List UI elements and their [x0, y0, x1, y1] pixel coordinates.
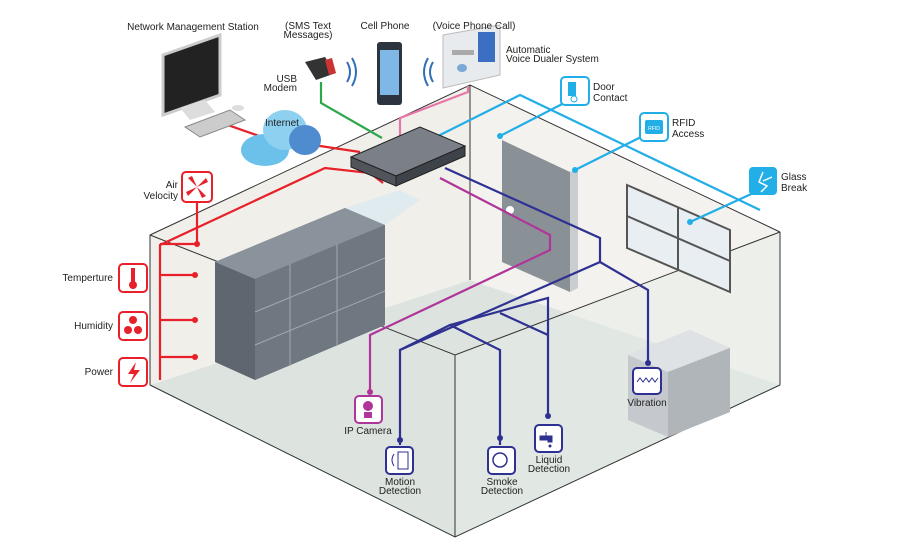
temperature-label: Temperture	[62, 273, 113, 284]
equipment-box	[628, 330, 730, 437]
svg-text:Modem: Modem	[264, 83, 297, 94]
door	[502, 140, 578, 292]
voice-dialer-icon	[442, 24, 501, 89]
cloud-icon	[241, 110, 321, 166]
server-racks	[215, 190, 420, 380]
svg-text:Contact: Contact	[593, 93, 628, 104]
dialer-label: Automatic	[506, 45, 550, 56]
liquid-label: Liquid	[536, 455, 563, 466]
vibration-icon	[632, 367, 662, 395]
usb-modem-icon	[305, 57, 336, 80]
svg-text:Voice Dualer System: Voice Dualer System	[506, 54, 599, 65]
motion-label: Motion	[385, 477, 415, 488]
smoke-detection-icon	[487, 446, 516, 475]
ip-camera-icon	[354, 395, 383, 424]
ip-camera-label: IP Camera	[344, 426, 392, 437]
door-contact-label: Door	[593, 82, 615, 93]
air-velocity-icon	[181, 171, 213, 203]
usb-modem-label: USB	[276, 74, 297, 85]
motion-detection-icon	[385, 446, 414, 475]
humidity-icon	[118, 311, 148, 341]
wire-junctions	[192, 133, 693, 443]
front-right-wall	[455, 232, 780, 537]
power-icon	[118, 357, 148, 387]
wireless-signal-icon	[346, 57, 434, 87]
svg-text:RFID: RFID	[648, 126, 660, 132]
internet-label: Internet	[265, 118, 299, 129]
sms-label: (SMS Text	[285, 21, 331, 32]
svg-text:Messages): Messages)	[284, 30, 333, 41]
vibration-label: Vibration	[627, 398, 666, 409]
smoke-label: Smoke	[486, 477, 518, 488]
wiring	[158, 82, 761, 445]
voice-call-label: (Voice Phone Call)	[433, 21, 516, 32]
door-contact-icon	[560, 76, 590, 106]
humidity-label: Humidity	[74, 321, 113, 332]
svg-text:Access: Access	[672, 129, 704, 140]
svg-text:Detection: Detection	[379, 486, 421, 497]
air-velocity-label: Air	[166, 180, 179, 191]
nms-label: Network Management Station	[127, 22, 259, 33]
computer-icon	[161, 32, 247, 138]
svg-text:Detection: Detection	[481, 486, 523, 497]
glass-break-label: Glass	[781, 172, 807, 183]
svg-text:Detection: Detection	[528, 464, 570, 475]
liquid-detection-icon	[534, 424, 563, 453]
svg-text:Break: Break	[781, 183, 808, 194]
cell-phone-label: Cell Phone	[361, 21, 410, 32]
network-switch-icon	[349, 126, 467, 187]
labels: Network Management Station (SMS Text Mes…	[62, 21, 808, 497]
svg-text:Velocity: Velocity	[144, 191, 178, 202]
temperature-icon	[118, 263, 148, 293]
rfid-access-icon: RFID	[639, 112, 669, 142]
window	[626, 183, 731, 294]
cell-phone-icon	[377, 42, 402, 105]
power-label: Power	[85, 367, 114, 378]
rfid-label: RFID	[672, 118, 695, 129]
glass-break-icon	[749, 167, 777, 195]
